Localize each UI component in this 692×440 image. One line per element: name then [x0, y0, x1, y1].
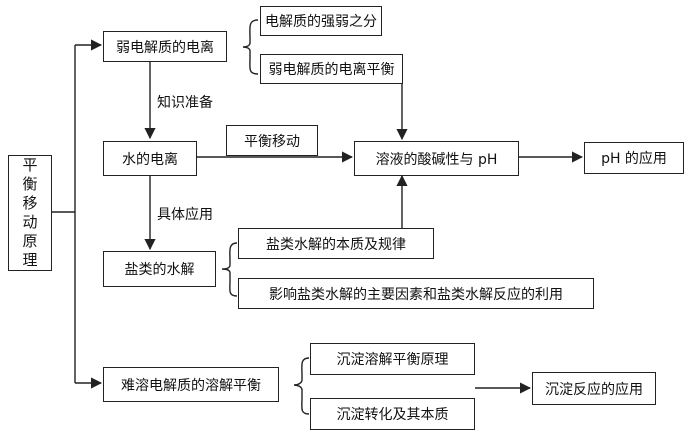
node-precipitation-application: 沉淀反应的应用	[532, 372, 656, 405]
node-dissolution-equilibrium: 沉淀溶解平衡原理	[310, 343, 475, 375]
root-char: 衡	[22, 175, 38, 193]
label-knowledge-prep: 知识准备	[157, 95, 213, 111]
node-water-ionization: 水的电离	[103, 141, 197, 176]
node-salt-hydrolysis: 盐类的水解	[103, 251, 216, 287]
root-char: 理	[22, 251, 38, 269]
root-char: 平	[22, 156, 38, 174]
node-hydrolysis-nature: 盐类水解的本质及规律	[238, 228, 434, 259]
node-balance-shift: 平衡移动	[226, 125, 318, 156]
node-hydrolysis-factors: 影响盐类水解的主要因素和盐类水解反应的利用	[238, 278, 594, 309]
node-ph-application: pH 的应用	[584, 142, 684, 174]
root-char: 动	[22, 213, 38, 231]
root-char: 原	[22, 232, 38, 250]
node-strong-weak-split: 电解质的强弱之分	[260, 6, 382, 36]
node-acidity-ph: 溶液的酸碱性与 pH	[354, 141, 519, 176]
node-solubility-equilibrium: 难溶电解质的溶解平衡	[103, 367, 279, 402]
node-weak-electrolyte: 弱电解质的电离	[103, 31, 227, 62]
node-weak-ionization-equilibrium: 弱电解质的电离平衡	[260, 54, 403, 84]
node-precipitation-conversion: 沉淀转化及其本质	[310, 398, 475, 430]
root-char: 移	[22, 194, 38, 212]
label-specific-application: 具体应用	[157, 207, 213, 223]
root-balance-shift-principle: 平 衡 移 动 原 理	[8, 155, 52, 271]
